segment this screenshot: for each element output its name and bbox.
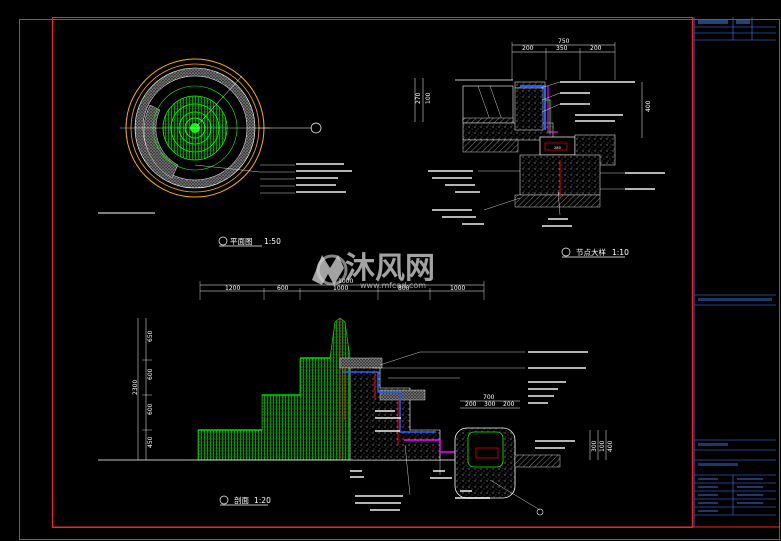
detail-index-icon: [561, 247, 571, 257]
section-dim-top-2: 600: [277, 285, 289, 292]
detail-title-text: 节点大样: [576, 247, 606, 257]
section-dim-top-1: 1200: [225, 285, 240, 292]
watermark: 沐风网 www.mfcad.com: [312, 251, 435, 290]
section-view: 1000 1200 600 1000 800 1000 2300 650 600…: [98, 278, 614, 516]
section-dim-left-1: 650: [147, 330, 154, 342]
section-dim-top-4: 800: [398, 285, 410, 292]
section-dim-top-5: 1000: [450, 285, 465, 292]
inset-dim-right-3: 400: [607, 440, 614, 452]
plan-title-text: 平面图: [230, 237, 253, 246]
watermark-text: 沐风网: [345, 251, 435, 286]
section-dim-top-total: 1000: [338, 278, 353, 285]
plan-scale-text: 1:50: [264, 237, 281, 246]
section-dim-left-4: 450: [147, 436, 154, 448]
inset-dim-3: 200: [503, 401, 515, 408]
detail-scale-text: 1:10: [612, 248, 629, 257]
detail-dim-3: 200: [590, 45, 602, 52]
section-dim-left-2: 600: [147, 368, 154, 380]
outer-frame: [19, 19, 780, 540]
inset-dim-1: 200: [465, 401, 477, 408]
section-title: 剖面 1:20: [219, 495, 271, 506]
plan-title: 平面图 1:50: [218, 236, 281, 247]
detail-dim-1: 200: [522, 45, 534, 52]
section-dim-left-3: 600: [147, 403, 154, 415]
inset-dim-2: 300: [484, 401, 496, 408]
detail-dim-left-1: 270: [415, 92, 422, 104]
title-block: [693, 17, 776, 527]
detail-title: 节点大样 1:10: [561, 247, 629, 258]
section-marker-icon: [310, 122, 322, 134]
inset-dim-right-2: 100: [599, 440, 606, 452]
plan-index-icon: [218, 236, 228, 246]
section-index-icon: [219, 495, 229, 505]
section-dim-top-3: 1000: [333, 285, 348, 292]
plan-view: 平面图 1:50: [98, 58, 352, 247]
section-scale-text: 1:20: [254, 496, 271, 505]
section-dim-left-total: 2300: [132, 380, 139, 395]
detail-dim-left-2: 100: [425, 92, 432, 104]
detail-dim-2: 350: [556, 45, 568, 52]
detail-dim-right: 400: [645, 100, 652, 112]
inset-dim-total: 700: [483, 394, 495, 401]
detail-dim-total: 750: [558, 38, 570, 45]
mf-logo-icon: [312, 254, 348, 286]
section-title-text: 剖面: [234, 495, 249, 505]
watermark-url: www.mfcad.com: [360, 281, 426, 290]
inset-dim-right-1: 300: [591, 440, 598, 452]
detail-box-label: 280: [554, 146, 562, 150]
detail-view: 750 200 350 200 270 100 400 280: [414, 38, 665, 258]
section-callout-icon: [536, 508, 544, 516]
